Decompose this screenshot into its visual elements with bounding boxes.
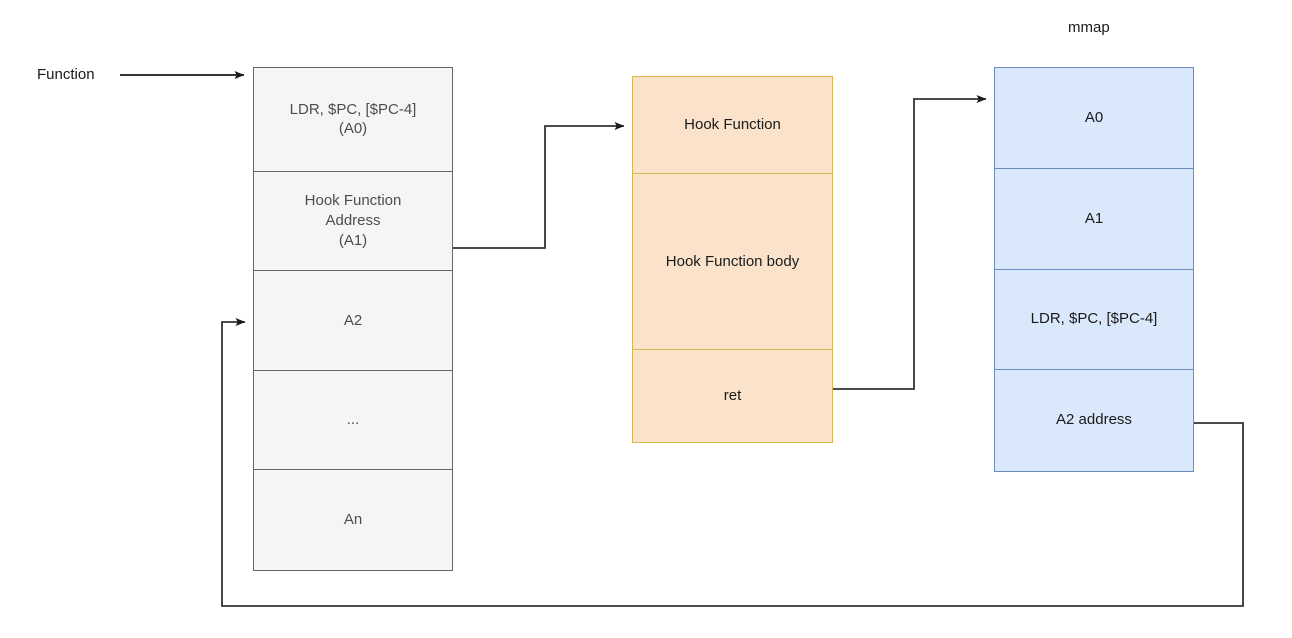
original-function-column: LDR, $PC, [$PC-4] (A0) Hook Function Add… [253, 67, 453, 571]
mmap-region-column: A0 A1 LDR, $PC, [$PC-4] A2 address [994, 67, 1194, 472]
cell-mmap-ldr[interactable]: LDR, $PC, [$PC-4] [995, 270, 1193, 370]
cell-original-a0[interactable]: LDR, $PC, [$PC-4] (A0) [254, 68, 452, 172]
function-label: Function [37, 66, 95, 83]
cell-hook-function-body[interactable]: Hook Function body [633, 174, 832, 350]
cell-mmap-a2-address[interactable]: A2 address [1056, 411, 1132, 429]
mmap-label: mmap [1068, 19, 1110, 36]
cell-hook-ret[interactable]: ret [723, 386, 742, 404]
hook-function-column: Hook Function Hook Function body ret [632, 76, 833, 443]
cell-original-hook-address-a1[interactable]: Hook Function Address (A1) [254, 172, 452, 272]
cell-mmap-a0[interactable]: A0 [995, 68, 1193, 169]
cell-original-ellipsis[interactable]: ... [254, 371, 452, 471]
connector-hook-address-to-hook-function [453, 122, 625, 249]
cell-original-a2[interactable]: A2 [254, 271, 452, 371]
cell-original-an[interactable]: An [343, 511, 363, 529]
connector-ret-to-mmap [833, 95, 987, 390]
cell-mmap-a1[interactable]: A1 [995, 169, 1193, 270]
cell-hook-function[interactable]: Hook Function [633, 77, 832, 175]
